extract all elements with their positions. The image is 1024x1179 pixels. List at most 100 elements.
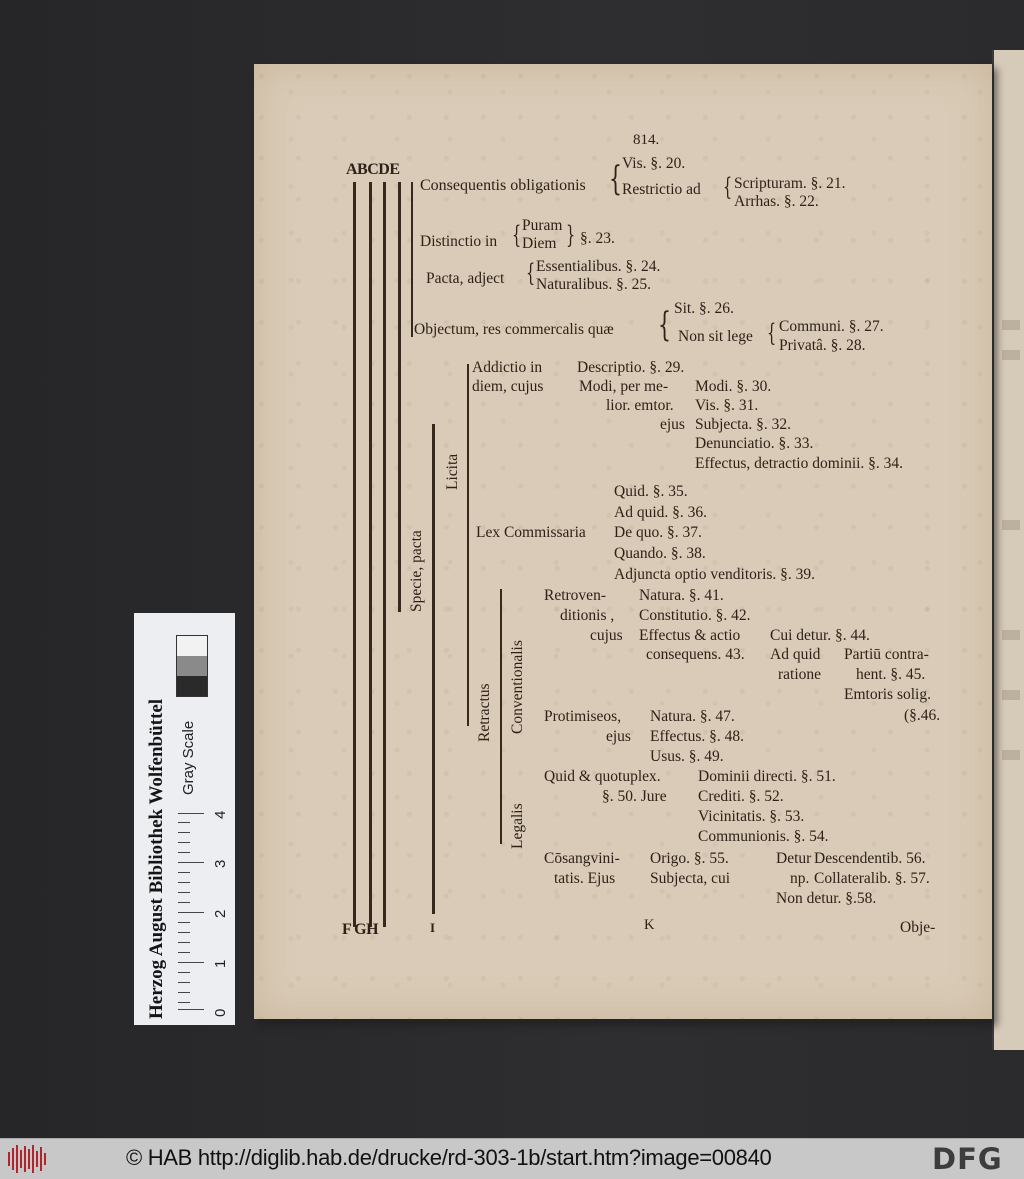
rail-legalis bbox=[500, 589, 502, 844]
catchword: Obje- bbox=[900, 919, 936, 936]
column-letter-i: I bbox=[430, 920, 435, 935]
ad-quid-ratione-1: Ad quid bbox=[770, 646, 821, 663]
rail-i bbox=[432, 424, 435, 914]
retrovenditionis-1: Retroven- bbox=[544, 587, 606, 604]
licita-label: Licita bbox=[444, 453, 461, 490]
library-name: Herzog August Bibliothek Wolfenbüttel bbox=[146, 698, 167, 1019]
lex-commissaria-label: Lex Commissaria bbox=[476, 524, 586, 541]
rail-retractus bbox=[467, 364, 469, 726]
naturalibus-25: Naturalibus. §. 25. bbox=[536, 276, 651, 293]
effectus-actio-2: consequens. 43. bbox=[646, 646, 745, 663]
rail-a bbox=[353, 182, 356, 927]
communionis-54: Communionis. §. 54. bbox=[698, 828, 829, 845]
rail-b bbox=[369, 182, 372, 927]
ruler-num-1: 1 bbox=[212, 959, 229, 968]
privata-28: Privatâ. §. 28. bbox=[779, 337, 866, 354]
modi-per-melior-2: lior. emtor. bbox=[606, 397, 674, 414]
ruler-num-4: 4 bbox=[212, 810, 229, 819]
vis-20: Vis. §. 20. bbox=[622, 155, 686, 172]
rail-d bbox=[398, 182, 401, 612]
subjecta-32: Subjecta. §. 32. bbox=[695, 416, 791, 433]
gray-scale-card: Herzog August Bibliothek Wolfenbüttel Gr… bbox=[134, 613, 235, 1025]
quando-38: Quando. §. 38. bbox=[614, 545, 706, 562]
non-detur-58: Non detur. §.58. bbox=[776, 890, 877, 907]
arrhas-22: Arrhas. §. 22. bbox=[734, 193, 819, 210]
effectus-actio-1: Effectus & actio bbox=[639, 627, 741, 644]
ruler-num-3: 3 bbox=[212, 859, 229, 868]
distinctio-label: Distinctio in bbox=[420, 233, 498, 250]
subjecta-cui: Subjecta, cui bbox=[650, 870, 731, 887]
rail-c bbox=[383, 182, 386, 927]
retractus-label: Retractus bbox=[476, 683, 493, 742]
protimiseos-2: ejus bbox=[606, 728, 631, 745]
vicinitatis-53: Vicinitatis. §. 53. bbox=[698, 808, 805, 825]
scripturam-21: Scripturam. §. 21. bbox=[734, 175, 846, 192]
specie-pacta-label: Specie, pacta bbox=[408, 530, 425, 612]
pacta-adject-label: Pacta, adject bbox=[426, 270, 505, 287]
modi-per-melior-1: Modi, per me- bbox=[579, 378, 669, 395]
vis-31: Vis. §. 31. bbox=[695, 397, 759, 414]
essentialibus-24: Essentialibus. §. 24. bbox=[536, 258, 661, 275]
usus-49: Usus. §. 49. bbox=[650, 748, 724, 765]
rail-e bbox=[411, 182, 413, 337]
communi-27: Communi. §. 27. bbox=[779, 318, 884, 335]
modi-30: Modi. §. 30. bbox=[695, 378, 772, 395]
consanguinitatis-1: Cōsangvini- bbox=[544, 850, 620, 867]
ref-23: §. 23. bbox=[580, 230, 615, 247]
emtoris-solig: Emtoris solig. bbox=[844, 686, 931, 703]
natura-41: Natura. §. 41. bbox=[639, 587, 724, 604]
crediti-52: Crediti. §. 52. bbox=[698, 788, 784, 805]
retrovenditionis-2: ditionis , bbox=[560, 607, 615, 624]
descendentib-56: Descendentib. 56. bbox=[814, 850, 926, 867]
cui-detur-44: Cui detur. §. 44. bbox=[770, 627, 870, 644]
modi-ejus: ejus bbox=[660, 416, 685, 433]
gray-scale-label: Gray Scale bbox=[180, 720, 197, 795]
puram: Puram bbox=[522, 217, 563, 234]
ref-46: (§.46. bbox=[904, 707, 941, 724]
legalis-label: Legalis bbox=[509, 803, 526, 849]
ad-quid-36: Ad quid. §. 36. bbox=[614, 504, 707, 521]
effectus-34: Effectus, detractio dominii. §. 34. bbox=[695, 455, 904, 472]
addictio-label-1: Addictio in bbox=[472, 359, 543, 376]
ad-quid-ratione-2: ratione bbox=[778, 666, 822, 683]
partium-contrahent-1: Partiū contra- bbox=[844, 646, 929, 663]
consequentis-label: Consequentis obligationis bbox=[420, 177, 586, 194]
descriptio-29: Descriptio. §. 29. bbox=[577, 359, 685, 376]
consanguinitatis-2: tatis. Ejus bbox=[554, 870, 616, 887]
partium-contrahent-2: hent. §. 45. bbox=[856, 666, 926, 683]
scanned-page: 814. ABCDE F GH I K Obje- Consequentis o… bbox=[254, 64, 992, 1019]
ruler-num-0: 0 bbox=[212, 1008, 229, 1017]
de-quo-37: De quo. §. 37. bbox=[614, 524, 702, 541]
collateralib-57: Collateralib. §. 57. bbox=[814, 870, 930, 887]
column-letters-top: ABCDE bbox=[346, 161, 400, 178]
copyright-url-link[interactable]: © HAB http://diglib.hab.de/drucke/rd-303… bbox=[126, 1145, 772, 1170]
detur-np-2: np. bbox=[790, 870, 810, 887]
hab-logo-icon bbox=[8, 1145, 48, 1173]
non-sit-lege: Non sit lege bbox=[678, 328, 753, 345]
page-number: 814. bbox=[633, 132, 660, 148]
sit-26: Sit. §. 26. bbox=[674, 300, 734, 317]
retrovenditionis-3: cujus bbox=[590, 627, 623, 644]
origo-55: Origo. §. 55. bbox=[650, 850, 729, 867]
conventionalis-label: Conventionalis bbox=[509, 640, 526, 734]
restrictio-ad: Restrictio ad bbox=[622, 181, 701, 198]
dominii-directi-51: Dominii directi. §. 51. bbox=[698, 768, 836, 785]
gray-scale-swatches bbox=[176, 635, 208, 697]
quid-quotuplex-1: Quid & quotuplex. bbox=[544, 768, 661, 785]
protimiseos-1: Protimiseos, bbox=[544, 708, 622, 725]
quid-quotuplex-2: §. 50. Jure bbox=[602, 788, 667, 805]
ruler-num-2: 2 bbox=[212, 909, 229, 918]
adjuncta-39: Adjuncta optio venditoris. §. 39. bbox=[614, 566, 816, 583]
addictio-label-2: diem, cujus bbox=[472, 378, 544, 395]
column-letters-bottom: F GH bbox=[342, 921, 379, 938]
constitutio-42: Constitutio. §. 42. bbox=[639, 607, 751, 624]
denunciatio-33: Denunciatio. §. 33. bbox=[695, 435, 814, 452]
objectum-label: Objectum, res commercalis quæ bbox=[414, 321, 614, 338]
natura-47: Natura. §. 47. bbox=[650, 708, 735, 725]
column-letter-k: K bbox=[644, 917, 655, 933]
detur-np-1: Detur bbox=[776, 850, 812, 867]
cm-ruler bbox=[178, 813, 208, 1010]
diem: Diem bbox=[522, 235, 557, 252]
footer-bar: © HAB http://diglib.hab.de/drucke/rd-303… bbox=[0, 1138, 1024, 1179]
quid-35: Quid. §. 35. bbox=[614, 483, 688, 500]
